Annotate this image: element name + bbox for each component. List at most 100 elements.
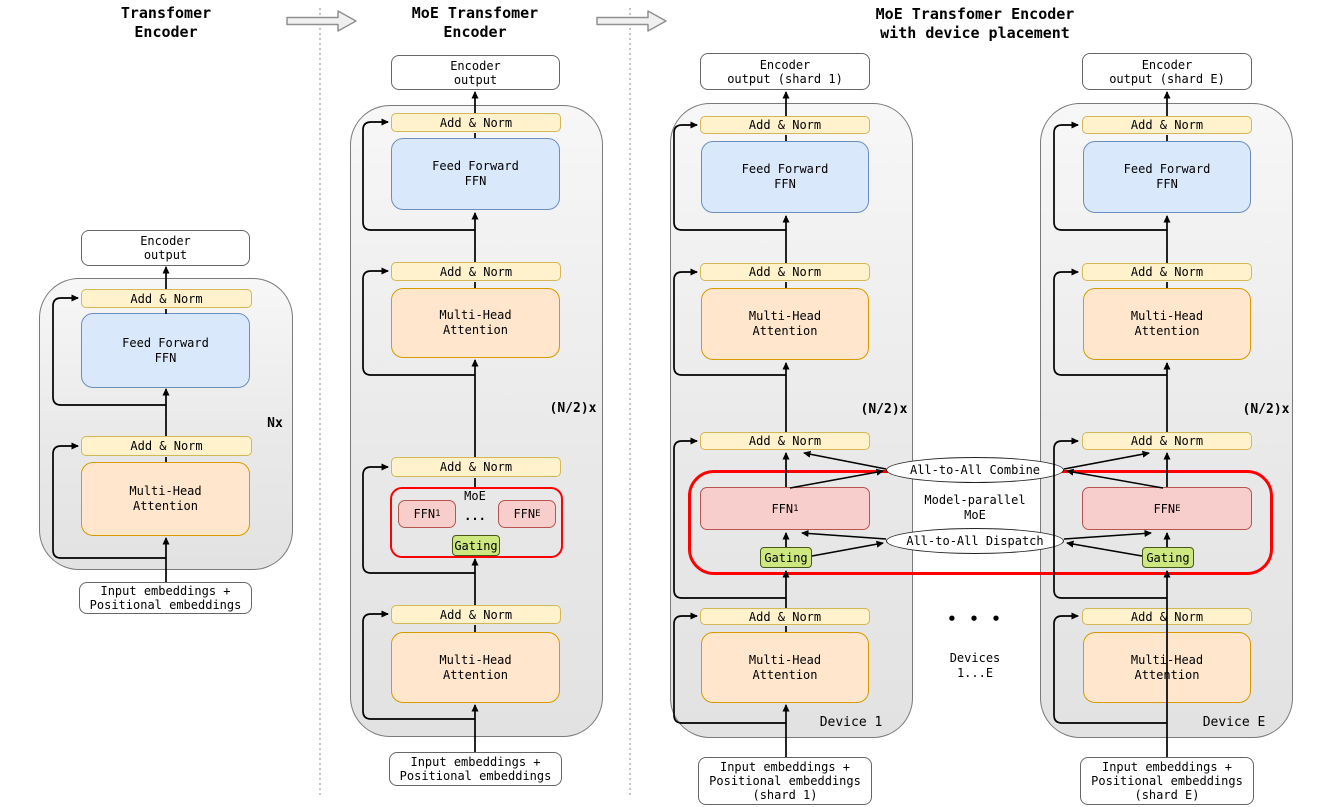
encoder-output-shard1-line1: Encoder (759, 57, 811, 72)
encoder-output-line1: Encoder (140, 234, 191, 248)
panel2-title: MoE Transfomer Encoder (350, 3, 600, 43)
arrow-panel2-to-panel3 (596, 10, 667, 32)
mha-line1: Multi-Head (439, 308, 512, 322)
panel3-title-line2: with device placement (880, 24, 1070, 42)
devices-dots: • • • (947, 610, 1003, 628)
mha-line1: Multi-Head (1130, 309, 1204, 323)
panel2-add-norm-4: Add & Norm (391, 605, 561, 624)
all-to-all-combine-ellipse: All-to-All Combine (886, 457, 1064, 483)
devices-line1: Devices (949, 651, 1001, 665)
panel2-add-norm-1: Add & Norm (391, 113, 561, 132)
device1-add-norm-1: Add & Norm (700, 116, 870, 134)
mha-line1: Multi-Head (1130, 652, 1204, 667)
panel3-title-line1: MoE Transfomer Encoder (875, 5, 1075, 23)
encoder-output-line1: Encoder (450, 58, 501, 73)
deviceE-add-norm-2: Add & Norm (1082, 263, 1252, 281)
ffn-sub-E: E (535, 509, 541, 519)
input-line1: Input embeddings + (410, 755, 541, 769)
input-line2: Positional embeddings (399, 769, 552, 783)
deviceE-input-embeddings-box: Input embeddings + Positional embeddings… (1080, 757, 1254, 805)
device1-label: Device 1 (819, 715, 883, 730)
panel2-multi-head-attention-2: Multi-Head Attention (391, 632, 560, 703)
mha-line1: Multi-Head (439, 652, 512, 667)
encoder-output-line2: output (453, 72, 498, 87)
feed-forward-line1: Feed Forward (432, 159, 519, 173)
panel1-feed-forward-box: Feed Forward FFN (81, 313, 250, 388)
deviceE-gating-box: Gating (1142, 547, 1194, 568)
panel1-title-line1: Transfomer (120, 4, 212, 22)
panel1-nx-label: Nx (267, 415, 283, 431)
feed-forward-line1: Feed Forward (1123, 162, 1211, 176)
panel2-moe-label: MoE (464, 488, 486, 503)
model-parallel-line1: Model-parallel (924, 493, 1026, 507)
panel2-title-line1: MoE Transfomer (411, 4, 539, 22)
deviceE-encoder-output-box: Encoder output (shard E) (1082, 53, 1252, 90)
panel2-input-embeddings-box: Input embeddings + Positional embeddings (389, 752, 562, 786)
feed-forward-line1: Feed Forward (741, 162, 829, 176)
ffn-sub-1: 1 (793, 503, 799, 514)
panel2-n2x-label: (N/2)x (549, 400, 597, 416)
panel2-add-norm-3: Add & Norm (391, 457, 561, 477)
ffn-label: FFN (513, 507, 536, 521)
mha-line1: Multi-Head (129, 484, 202, 498)
input-line1: Input embeddings + (719, 760, 851, 774)
input-line1: Input embeddings + (1101, 760, 1233, 774)
ffn-sub-E: E (1175, 503, 1181, 514)
encoder-output-shardE-line2: output (shard E) (1109, 71, 1225, 86)
ffn-label: FFN (771, 501, 794, 516)
model-parallel-moe-label: Model-parallel MoE (900, 492, 1050, 524)
device1-input-embeddings-box: Input embeddings + Positional embeddings… (698, 757, 872, 805)
deviceE-add-norm-1: Add & Norm (1082, 116, 1252, 134)
deviceE-add-norm-3: Add & Norm (1082, 432, 1252, 450)
mha-line1: Multi-Head (748, 652, 822, 667)
mha-line2: Attention (752, 667, 818, 682)
encoder-output-shard1-line2: output (shard 1) (727, 71, 843, 86)
device1-add-norm-4: Add & Norm (700, 608, 870, 625)
device1-encoder-output-box: Encoder output (shard 1) (700, 53, 870, 90)
device1-gating-box: Gating (760, 547, 812, 568)
encoder-output-line2: output (143, 248, 188, 262)
feed-forward-line2: FFN (774, 177, 796, 191)
feed-forward-line2: FFN (464, 174, 487, 188)
device1-add-norm-3: Add & Norm (700, 432, 870, 450)
ffn-sub-1: 1 (435, 509, 441, 519)
input-line1: Input embeddings + (100, 584, 231, 598)
device1-add-norm-2: Add & Norm (700, 263, 870, 281)
device1-multi-head-attention-1: Multi-Head Attention (701, 288, 869, 360)
mha-line2: Attention (132, 499, 199, 513)
panel2-feed-forward-box: Feed Forward FFN (391, 138, 560, 210)
mha-line2: Attention (442, 667, 509, 682)
input-shard1-line3: (shard 1) (752, 788, 818, 802)
devices-line2: 1...E (956, 666, 994, 680)
panel2-add-norm-2: Add & Norm (391, 262, 561, 281)
mha-line2: Attention (1134, 324, 1200, 338)
deviceE-multi-head-attention-1: Multi-Head Attention (1083, 288, 1251, 360)
panel1-title: Transfomer Encoder (66, 3, 266, 43)
panel1-add-norm-top: Add & Norm (81, 289, 252, 308)
device1-n2x-label: (N/2)x (860, 402, 908, 417)
panel2-gating-box: Gating (452, 535, 500, 556)
ffn-label: FFN (413, 507, 436, 521)
mha-line1: Multi-Head (748, 309, 822, 323)
mha-line2: Attention (1134, 667, 1200, 682)
panel3-title: MoE Transfomer Encoder with device place… (775, 3, 1175, 45)
input-line2: Positional embeddings (709, 774, 861, 788)
feed-forward-line1: Feed Forward (122, 335, 209, 350)
model-parallel-line2: MoE (964, 508, 986, 522)
encoder-output-shardE-line1: Encoder (1141, 57, 1193, 72)
mha-line2: Attention (752, 324, 818, 338)
device1-feed-forward-box: Feed Forward FFN (701, 141, 869, 213)
panel2-title-line2: Encoder (443, 23, 507, 41)
deviceE-add-norm-4: Add & Norm (1082, 608, 1252, 625)
deviceE-n2x-label: (N/2)x (1242, 402, 1290, 417)
feed-forward-line2: FFN (1156, 177, 1178, 191)
input-shardE-line3: (shard E) (1134, 788, 1200, 802)
panel2-multi-head-attention-1: Multi-Head Attention (391, 288, 560, 358)
panel2-experts-dots: ... (464, 508, 486, 523)
panel1-multi-head-attention-box: Multi-Head Attention (81, 462, 250, 536)
